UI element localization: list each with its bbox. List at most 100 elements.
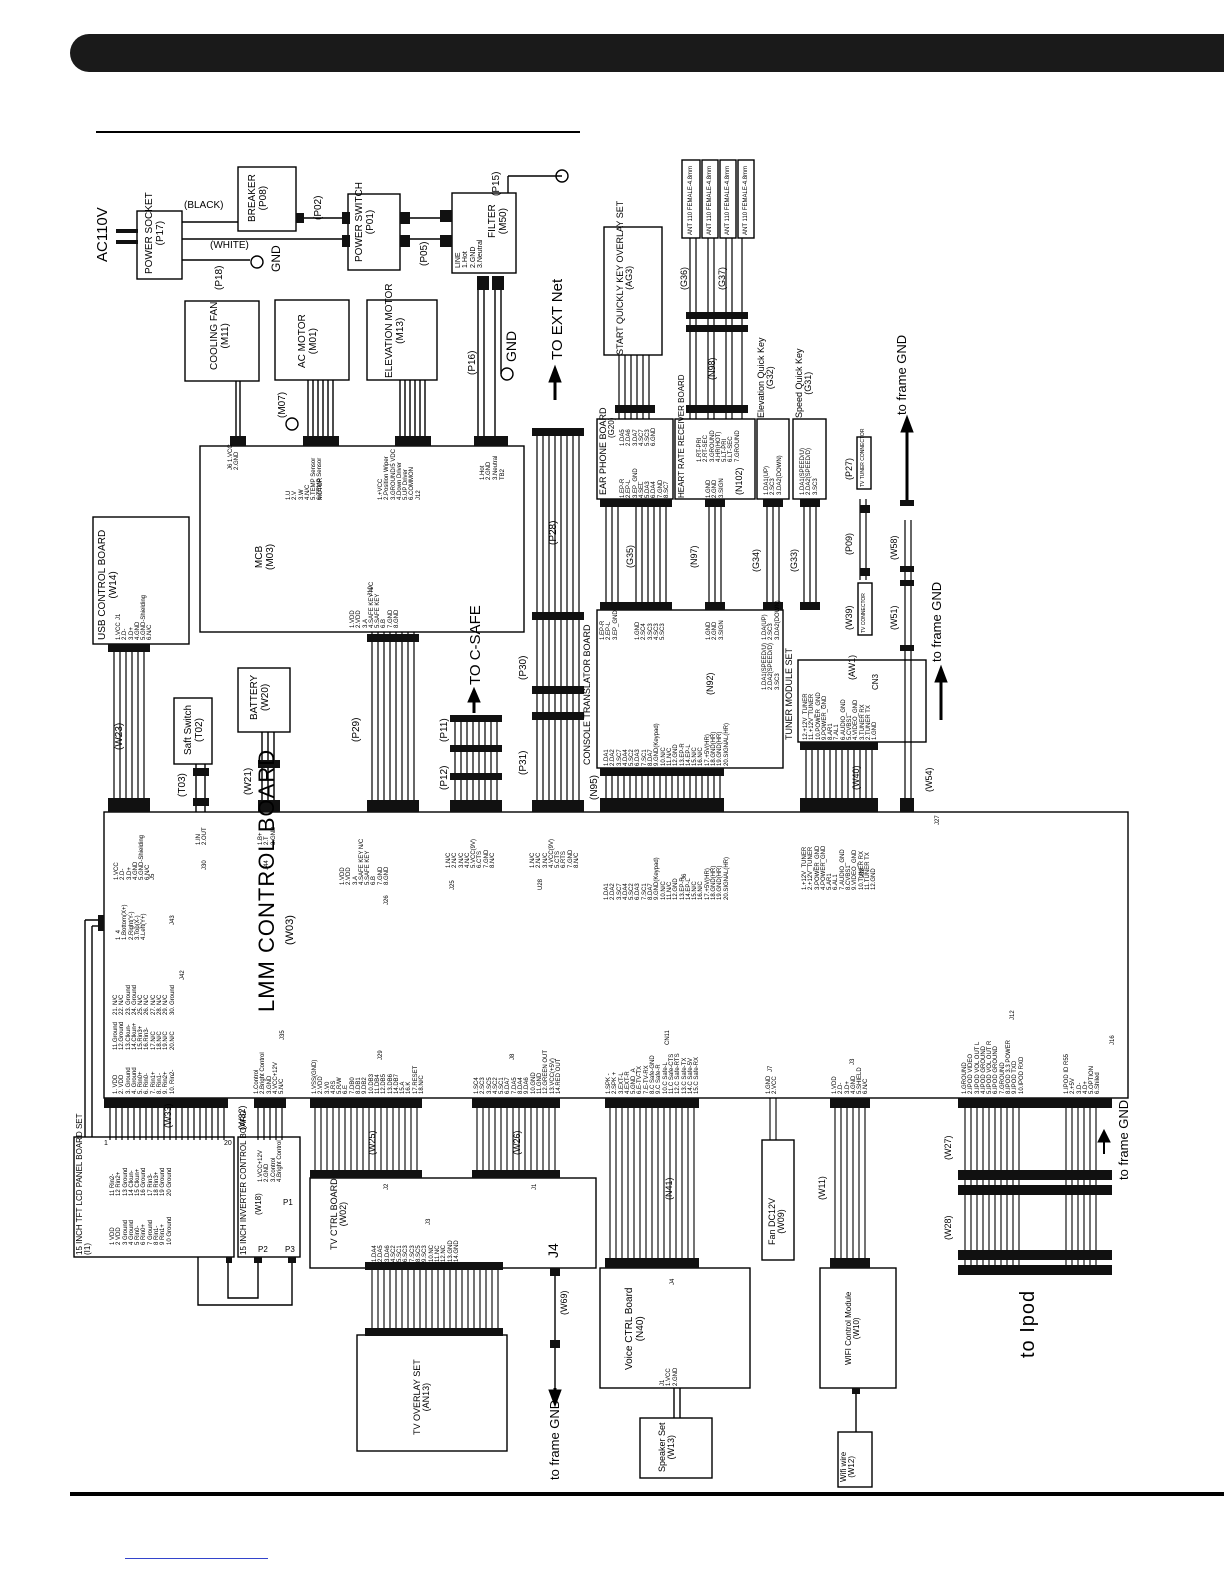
lmm-j29-label: J29 <box>378 1050 384 1060</box>
connector-block <box>600 798 724 812</box>
ear-phone-code: (G20) <box>607 417 616 438</box>
lmm-j44-label: J44 <box>264 860 270 870</box>
fan-box <box>761 1139 795 1261</box>
frame-gnd-4: to frame GND <box>547 1399 562 1480</box>
inverter-p3: P3 <box>285 1245 295 1254</box>
connector-block <box>193 768 209 776</box>
lmm-j29-pins: 1.VSS(GND) 2.VDD 3.V0 4.RS 5.R/W 6.E 7.D… <box>312 1059 426 1094</box>
lmm-code: (W03) <box>284 915 296 945</box>
connector-block <box>532 686 584 694</box>
cooling-fan-label: COOLING FAN (M11) <box>209 301 231 370</box>
connector-block <box>532 712 584 720</box>
ant-box-2 <box>701 159 719 239</box>
lmm-j16-pins: 1.IPOD ID R55 2.+5V 3.D- 4.D+ 5.OPTION 6… <box>1064 1053 1102 1094</box>
mcb-box <box>199 445 525 633</box>
p27-label: (P27) <box>844 457 854 480</box>
ant-box-3 <box>719 159 737 239</box>
tv-overlay-label: TV OVERLAY SET (AN13) <box>412 1359 432 1435</box>
lmm-j26-label: J26 <box>384 895 390 905</box>
mcb-j12-pins: 1.+VCC 2.Position Wiper 3.GROUND/5 VDC 4… <box>378 448 416 500</box>
w33-label: (W33) <box>163 1103 173 1129</box>
lmm-j43-pins: 1 4 1.Bottom(X+) 2.Right(Y-) 3.Top(X-) 4… <box>116 904 148 940</box>
tuner-title: TUNER MODULE SET <box>784 647 794 740</box>
connector-block <box>605 1098 699 1108</box>
tv-ctrl-title: TV CTRL BOARD (W02) <box>329 1178 349 1250</box>
ac-label: AC110V <box>94 207 111 262</box>
connector-block <box>450 745 502 752</box>
hr-pins: 1.RT-PRI 2.RT-SEC 3.GROUND 4.HR(HOT) 5.L… <box>697 430 741 462</box>
safety-switch-box <box>173 697 213 765</box>
frame-gnd-2: to frame GND <box>929 581 944 662</box>
connector-block <box>365 1328 503 1336</box>
connector-block <box>532 428 584 436</box>
voice-j4-label: J4 <box>670 1278 676 1285</box>
connector-block <box>830 1258 870 1268</box>
connector-block <box>550 1268 560 1276</box>
n95-label: (N95) <box>589 774 600 800</box>
lmm-u28-pins: 1.N/C 2.N/C 3.N/C 4.VCC(9V) 5.CTS 6.RTS … <box>530 838 581 868</box>
connector-block <box>900 580 914 586</box>
mcb-j10-pins: 1.VDD 2.VDD 3.A 4.SAFE KEY N/C 5.SAFE KE… <box>350 581 401 628</box>
ant-box-1 <box>681 159 701 239</box>
inverter-p2: P2 <box>258 1245 268 1254</box>
n102-label: (N102) <box>734 467 744 495</box>
w40-label: (W40) <box>851 765 861 791</box>
connector-block <box>258 760 280 768</box>
lmm-j32-label: J32 <box>860 868 866 878</box>
connector-block <box>116 229 138 233</box>
speed-key-pins: 1.DA1(SPEED/U) 2.DA2(SPEED/D) 3.SC3 <box>800 447 819 495</box>
p29-label: (P29) <box>351 717 362 742</box>
lmm-j5-label: J5 <box>150 873 156 880</box>
connector-block <box>605 1258 699 1268</box>
ant-box-4 <box>737 159 755 239</box>
breaker-label: BREAKER (P08) <box>247 174 269 222</box>
connector-block <box>450 773 502 780</box>
p12-label: (P12) <box>439 765 450 790</box>
footer-rule <box>70 1492 1224 1496</box>
lmm-j7-pins: 1.GND 2.VCC <box>766 1075 779 1094</box>
w51-label: (W51) <box>889 605 899 631</box>
mcb-tb2-pins: 1.Hot 2.GND 3.Neutral <box>480 455 499 480</box>
connector-block <box>852 1388 860 1394</box>
lmm-j6-label: J6 <box>682 873 688 880</box>
tv-tuner-connector-box <box>856 436 872 490</box>
connector-block <box>288 1257 296 1263</box>
connector-block <box>958 1250 1112 1260</box>
connector-block <box>365 1262 503 1270</box>
tv-j3-label: J3 <box>426 1218 432 1225</box>
m07-label: (M07) <box>277 391 288 418</box>
connector-block <box>395 436 431 446</box>
connector-block <box>860 505 870 513</box>
inverter-code: (W18) <box>254 1193 263 1215</box>
n41-label: (N41) <box>664 1177 674 1200</box>
wifi-wire-label: Wifi wire (W12) <box>839 1451 857 1482</box>
tuner-pins: 12.+12V_TUNER 11.+12V_TUNER 10.POWER_GND… <box>803 692 879 740</box>
mcb-motor-label: MOTOR <box>318 477 324 500</box>
connector-block <box>474 436 508 446</box>
lcd-pins-a: 1 VDD 2 VDD 3 Ground 4 Ground 5 Rin0- 6 … <box>110 1216 173 1245</box>
connector-block <box>254 1098 286 1108</box>
speed-key-label: Speed Quick Key (G31) <box>794 348 814 418</box>
connector-block <box>492 276 504 290</box>
connector-block <box>477 276 489 290</box>
lcd-panel-box <box>73 1136 235 1258</box>
frame-gnd-1: to frame GND <box>894 334 909 415</box>
lmm-u28-label: U28 <box>538 878 544 890</box>
tuner-cn3: CN3 <box>871 673 880 690</box>
p15-label: (P15) <box>491 171 502 196</box>
connector-block <box>303 436 339 446</box>
lmm-j8-label: J8 <box>510 1053 516 1060</box>
n98-label: (N98) <box>707 357 717 380</box>
lcd-panel-title: 15 INCH TFT LCD PANEL BOARD SET (I1) <box>75 1113 93 1255</box>
connector-block <box>958 1098 1112 1108</box>
p31-label: (P31) <box>518 750 529 775</box>
connector-block <box>98 915 104 931</box>
footer-link-underline <box>125 1558 268 1559</box>
connector-block <box>472 1170 560 1178</box>
lmm-j12-pins: 1.GROUND 2.IPOD VIDEO 3.IPOD VOL OUT L 4… <box>962 1039 1025 1094</box>
mcb-j10-label: J10 <box>368 586 374 596</box>
w54-label: (W54) <box>924 767 934 793</box>
lmm-j6-pins: 1.DA1 2.DA2 3.SC7 4.DA4 5.SC2 6.DA3 7.SC… <box>604 856 730 900</box>
p30-label: (P30) <box>518 655 529 680</box>
connector-block <box>900 798 914 812</box>
